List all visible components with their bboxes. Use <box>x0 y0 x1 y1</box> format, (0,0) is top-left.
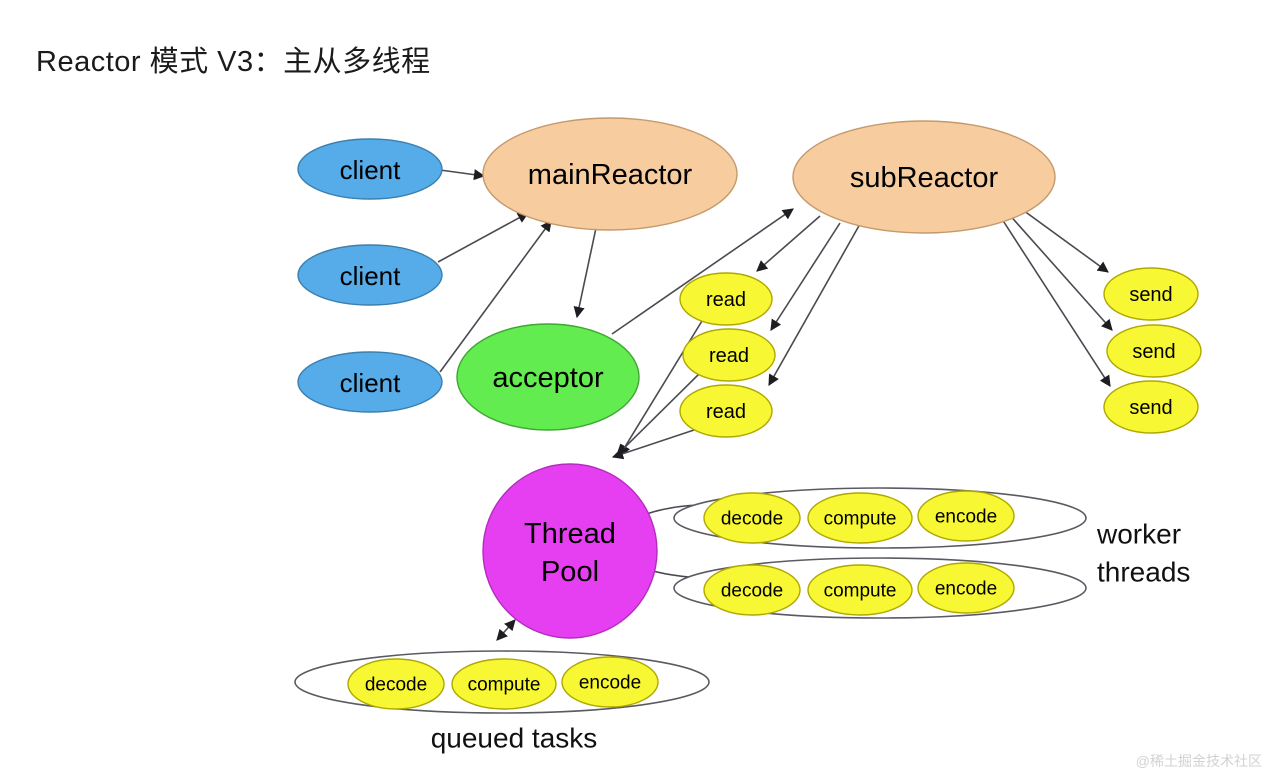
edge-subreactor-to-send2 <box>1006 211 1113 331</box>
worker-threads-label-line2: threads <box>1097 557 1190 588</box>
client-node-2[interactable]: client <box>297 244 443 306</box>
edge-read3-to-threadpool <box>611 427 701 460</box>
client-node-1-label: client <box>340 155 401 185</box>
thread-pool-label-line2: Pool <box>541 556 599 588</box>
read-node-2[interactable]: read <box>682 328 776 382</box>
worker-row-2-stage-compute[interactable]: compute <box>807 564 913 616</box>
queued-tasks-stage-compute-label: compute <box>468 675 541 696</box>
edge-threadpool-queuedtasks <box>496 619 516 641</box>
edge-subreactor-to-read1 <box>756 215 821 272</box>
send-node-3[interactable]: send <box>1103 380 1199 434</box>
edge-read2-to-threadpool <box>616 372 701 456</box>
queued-tasks-label: queued tasks <box>431 723 598 754</box>
thread-pool-node[interactable]: Thread Pool <box>482 463 658 639</box>
edge-mainreactor-to-acceptor <box>573 227 597 319</box>
worker-row-1-stage-decode-label: decode <box>721 509 783 530</box>
edge-client3-to-mainreactor <box>439 220 552 373</box>
read-node-3[interactable]: read <box>679 384 773 438</box>
queued-tasks-stage-decode-label: decode <box>365 675 427 696</box>
main-reactor-node[interactable]: mainReactor <box>482 117 738 231</box>
worker-row-1-stage-encode[interactable]: encode <box>917 490 1015 542</box>
edge-client2-to-mainreactor <box>437 212 529 263</box>
worker-row-2-stage-decode[interactable]: decode <box>703 564 801 616</box>
read-node-1[interactable]: read <box>679 272 773 326</box>
worker-row-2-stage-encode-label: encode <box>935 579 997 600</box>
send-node-2-label: send <box>1132 341 1175 363</box>
worker-row-2-stage-compute-label: compute <box>824 581 897 602</box>
edge-acceptor-to-subreactor <box>611 208 794 335</box>
watermark: @稀土掘金技术社区 <box>1135 753 1262 769</box>
worker-row-2: decode compute encode <box>703 562 1015 616</box>
acceptor-label: acceptor <box>492 362 604 394</box>
edge-subreactor-to-read2 <box>770 222 841 331</box>
send-node-3-label: send <box>1129 397 1172 419</box>
client-node-1[interactable]: client <box>297 138 443 200</box>
worker-threads-label-line1: worker <box>1096 519 1181 550</box>
edge-subreactor-to-send3 <box>999 215 1111 387</box>
main-reactor-label: mainReactor <box>528 159 693 191</box>
read-node-2-label: read <box>709 345 749 367</box>
client-node-3[interactable]: client <box>297 351 443 413</box>
worker-row-1: decode compute encode <box>703 490 1015 544</box>
sub-reactor-node[interactable]: subReactor <box>792 120 1056 234</box>
read-node-1-label: read <box>706 289 746 311</box>
page-title: Reactor 模式 V3：主从多线程 <box>36 46 431 78</box>
send-node-1[interactable]: send <box>1103 267 1199 321</box>
edge-layer <box>437 169 1113 641</box>
send-node-2[interactable]: send <box>1106 324 1202 378</box>
queued-tasks-row: decode compute encode <box>347 656 659 710</box>
queued-tasks-stage-decode[interactable]: decode <box>347 658 445 710</box>
worker-row-1-stage-compute[interactable]: compute <box>807 492 913 544</box>
client-node-3-label: client <box>340 368 401 398</box>
client-node-2-label: client <box>340 261 401 291</box>
read-node-3-label: read <box>706 401 746 423</box>
queued-tasks-stage-encode-label: encode <box>579 673 641 694</box>
edge-subreactor-to-read3 <box>768 223 861 386</box>
edge-subreactor-to-send1 <box>1015 204 1109 273</box>
worker-row-2-stage-decode-label: decode <box>721 581 783 602</box>
worker-row-2-stage-encode[interactable]: encode <box>917 562 1015 614</box>
sub-reactor-label: subReactor <box>850 162 999 194</box>
queued-tasks-stage-compute[interactable]: compute <box>451 658 557 710</box>
acceptor-node[interactable]: acceptor <box>456 323 640 431</box>
edge-client1-to-mainreactor <box>439 169 486 181</box>
thread-pool-label-line1: Thread <box>524 518 616 550</box>
edge-read1-to-threadpool <box>619 315 706 456</box>
queued-tasks-stage-encode[interactable]: encode <box>561 656 659 708</box>
send-node-1-label: send <box>1129 284 1172 306</box>
worker-row-1-stage-compute-label: compute <box>824 509 897 530</box>
worker-row-1-stage-encode-label: encode <box>935 507 997 528</box>
worker-row-1-stage-decode[interactable]: decode <box>703 492 801 544</box>
